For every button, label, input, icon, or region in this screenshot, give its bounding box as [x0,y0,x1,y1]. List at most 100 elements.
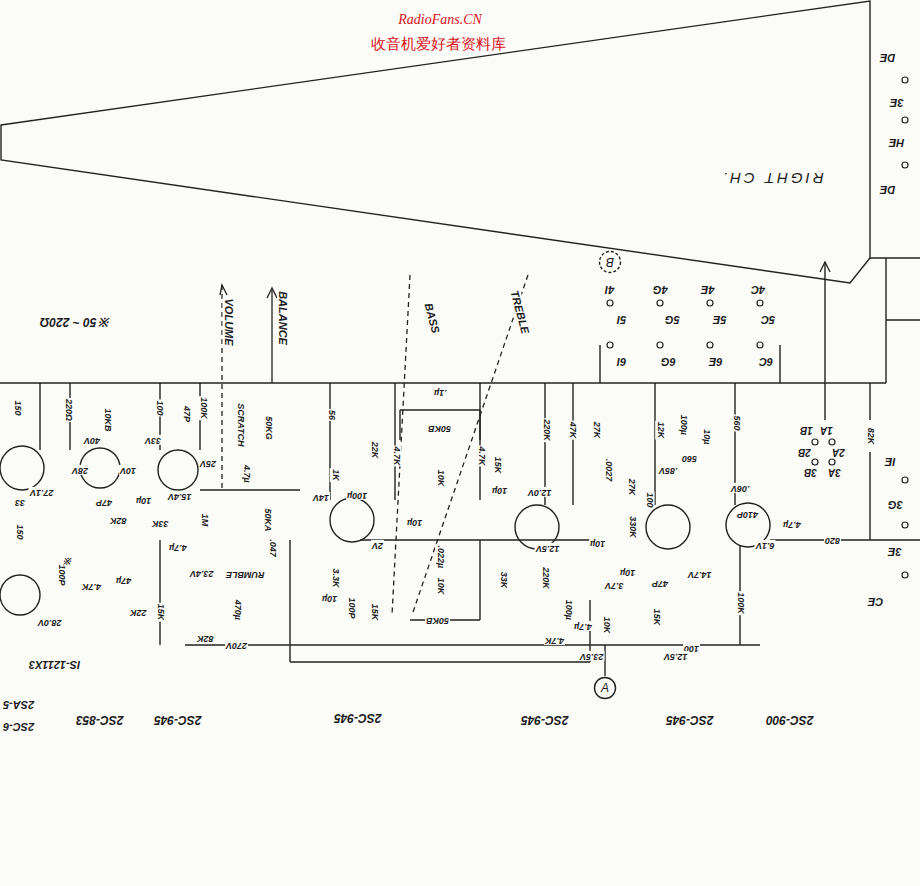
component-value: 220Ω [63,398,73,422]
component-value: 3.7V [604,580,625,590]
component-value: .047 [267,538,277,558]
component-value: 82K [196,633,215,643]
component-value: 100K [735,591,745,615]
switch-pin: DE [879,184,896,196]
component-value: 4.7K [544,635,565,645]
component-value: 27K [626,478,636,497]
component-value: 1M [199,513,209,528]
component-value: .0027 [603,458,613,483]
component-value: 10KB [103,407,113,432]
component-value: 150 [13,399,23,416]
component-value: 220K [541,418,551,442]
switch-pin: 5I [616,314,627,326]
component-value: 25V [199,458,217,468]
switch-pin: 4E [700,284,715,296]
component-value: 10µ [619,567,636,577]
component-value: 4.7K [392,445,402,466]
switch-pin: IE [884,456,896,468]
switch-pin: 6C [758,356,774,368]
component-value: 4.7µ [782,519,802,529]
component-value: 270V [225,640,248,650]
component-value: 22K [369,441,379,460]
component-value: 100µ [346,490,368,500]
component-value: 82K [109,515,128,525]
reference-circle: A [593,676,617,700]
switch-pin: 3B [803,467,818,478]
component-value: 56 [326,409,336,421]
component-value: .022µ [435,545,445,570]
control-name: BALANCE [277,290,289,346]
switch-pin: 2B [797,447,812,458]
control-name: BASS [422,301,442,336]
component-value: 22K [129,607,148,617]
component-value: 10µ [491,485,508,495]
switch-pin: 6I [616,356,627,368]
component-value: .06V [730,483,751,493]
component-value: 150 [15,523,25,540]
component-value: 4.7µ [573,621,593,631]
component-value: 12.5V [663,651,689,661]
component-value: 100µ [563,599,573,621]
component-value: 100 [645,491,655,508]
part-number: 2SC-945 [153,713,202,726]
component-value: 4.7µ [168,542,188,552]
component-value: 10K [435,469,445,488]
switch-pin: 1A [819,425,834,436]
component-value: 330K [627,515,637,539]
switch-pin: 4I [604,284,615,296]
part-number: IS-1211X3 [28,659,81,671]
component-value: 15K [651,608,661,627]
part-number: 2SC-945 [520,713,569,726]
component-value: 220K [540,566,550,590]
component-value: 23.5V [579,651,605,661]
component-value: 50KB [425,615,450,625]
component-value: 23.4V [189,568,215,578]
control-name: VOLUME [223,297,235,346]
reference-circle: B [598,250,622,274]
component-value: 4.7K [81,581,102,591]
component-value: 12.5V [535,543,561,553]
component-value: 10µ [321,593,338,603]
part-number: 2SA-5 [2,699,35,711]
component-value: 100 [155,399,165,416]
switch-pin: 6E [708,356,723,368]
component-value: 47K [567,421,577,440]
component-value: 10µ [406,517,423,527]
component-value: 3.3K [331,567,341,588]
control-name: ※ 50 ~ 220Ω [39,315,111,328]
watermark: 收音机爱好者资料库 [370,36,507,53]
component-value: 28V [71,465,89,475]
component-value: 4.7µ [241,464,251,484]
component-value: 33K [151,518,170,528]
switch-pin: 1B [799,425,814,436]
switch-pin: 5C [760,314,776,326]
component-value: 560 [732,414,742,431]
switch-pin: 3E [889,97,904,109]
switch-pin: 3A [827,467,842,478]
component-value: 100µ [678,414,688,436]
component-value: 47P [651,578,669,588]
component-value: 1K [330,468,340,482]
component-value: 40V [83,435,101,445]
switch-pin: 2A [831,447,846,458]
part-number: 2SC-6 [2,721,35,733]
component-value: SCRATCH [235,402,245,447]
component-value: 50KG [263,415,273,441]
switch-pin: DE [879,52,896,64]
component-value: 15K [492,456,502,475]
component-value: 15K [369,603,379,622]
control-name: TREBLE [508,288,532,336]
component-value: .85V [658,465,679,475]
component-value: 47P [181,405,191,423]
component-value: 100P [57,563,67,586]
component-value: 82K [865,427,875,446]
component-value: 15.4V [167,491,193,501]
switch-pin: 4G [652,284,669,296]
component-value: 27.1V [29,487,55,497]
component-value: 470µ [232,599,242,621]
component-value: 33K [498,571,508,590]
component-value: 10µ [589,538,606,548]
component-value: 10µ [135,495,152,505]
switch-pin: 6G [660,356,677,368]
component-value: 820 [824,535,841,545]
